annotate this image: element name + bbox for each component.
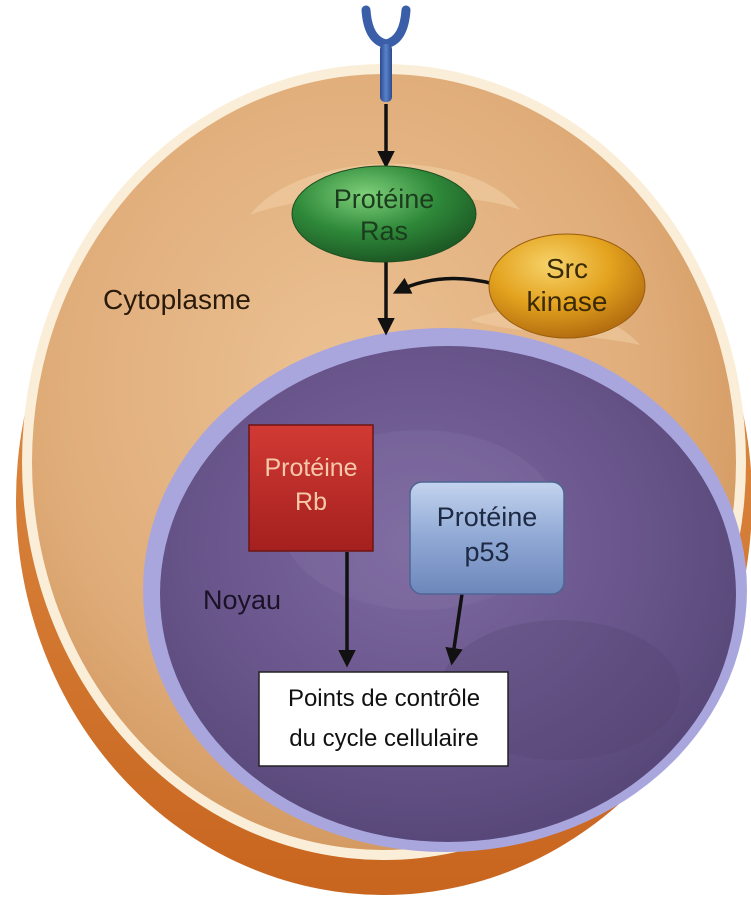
rb-label-line2: Rb [295, 488, 327, 516]
checkpoint-label-line2: du cycle cellulaire [289, 725, 478, 752]
checkpoint-label-line1: Points de contrôle [288, 685, 480, 712]
rb-label-line1: Protéine [264, 454, 357, 482]
ras-label-line2: Ras [360, 216, 408, 246]
p53-label-line2: p53 [464, 537, 509, 567]
ras-label-line1: Protéine [334, 184, 435, 214]
checkpoint-box: Points de contrôle du cycle cellulaire [259, 672, 508, 766]
cytoplasm-label: Cytoplasme [103, 284, 251, 315]
nucleus-label: Noyau [203, 585, 281, 615]
src-label-line2: kinase [527, 286, 608, 317]
rb-protein-node: Protéine Rb [249, 425, 373, 551]
src-kinase-node: Src kinase [489, 234, 645, 338]
p53-protein-node: Protéine p53 [410, 482, 564, 594]
src-label-line1: Src [546, 253, 588, 284]
p53-label-line1: Protéine [437, 502, 538, 532]
ras-protein-node: Protéine Ras [292, 166, 476, 262]
